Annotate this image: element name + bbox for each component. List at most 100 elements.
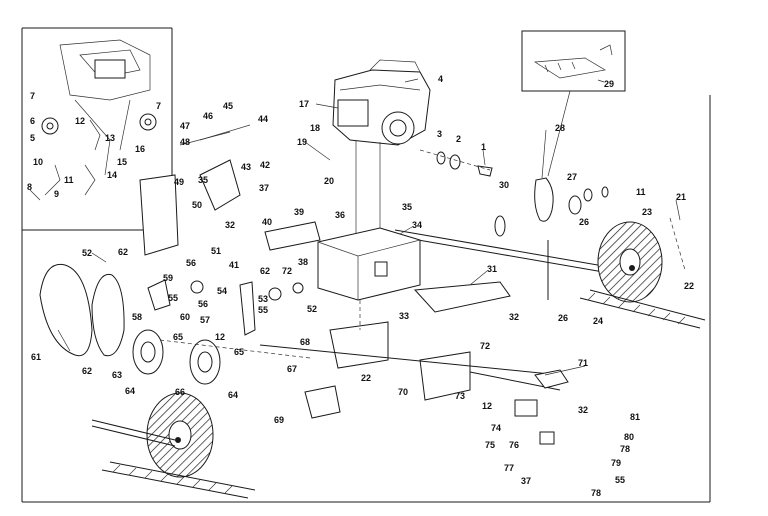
drive-belts-left <box>39 263 125 357</box>
label-49: 49 <box>174 177 184 187</box>
label-33: 33 <box>399 311 409 321</box>
label-72a: 72 <box>282 266 292 276</box>
lower-pulleys <box>132 329 311 385</box>
label-11b: 11 <box>636 187 646 197</box>
label-27: 27 <box>567 172 577 182</box>
label-39: 39 <box>294 207 304 217</box>
label-12a: 12 <box>75 116 85 126</box>
label-30: 30 <box>499 180 509 190</box>
label-72b: 72 <box>480 341 490 351</box>
label-55a: 55 <box>168 293 178 303</box>
label-74: 74 <box>491 423 501 433</box>
label-62b: 62 <box>82 366 92 376</box>
control-levers <box>139 124 555 445</box>
label-55b: 55 <box>258 305 268 315</box>
label-37b: 37 <box>521 476 531 486</box>
label-62a: 62 <box>118 247 128 257</box>
label-75: 75 <box>485 440 495 450</box>
label-37a: 37 <box>259 183 269 193</box>
label-55c: 55 <box>615 475 625 485</box>
label-51: 51 <box>211 246 221 256</box>
label-45: 45 <box>223 101 233 111</box>
label-80: 80 <box>624 432 634 442</box>
label-14: 14 <box>107 170 117 180</box>
label-47: 47 <box>180 121 190 131</box>
label-52b: 52 <box>307 304 317 314</box>
label-56b: 56 <box>198 299 208 309</box>
gear-housing <box>317 227 421 301</box>
label-8: 8 <box>27 182 32 192</box>
frame <box>21 27 711 503</box>
right-wheel <box>547 217 686 303</box>
label-40: 40 <box>262 217 272 227</box>
label-19: 19 <box>297 137 307 147</box>
label-29: 29 <box>604 79 614 89</box>
label-65b: 65 <box>234 347 244 357</box>
label-22a: 22 <box>684 281 694 291</box>
label-35b: 35 <box>402 202 412 212</box>
label-20: 20 <box>324 176 334 186</box>
label-13: 13 <box>105 133 115 143</box>
label-58: 58 <box>132 312 142 322</box>
label-5: 5 <box>30 133 35 143</box>
label-26a: 26 <box>579 217 589 227</box>
label-79: 79 <box>611 458 621 468</box>
label-31: 31 <box>487 264 497 274</box>
label-34: 34 <box>412 220 422 230</box>
label-6: 6 <box>30 116 35 126</box>
label-50: 50 <box>192 200 202 210</box>
label-78a: 78 <box>620 444 630 454</box>
label-32a: 32 <box>225 220 235 230</box>
label-32b: 32 <box>509 312 519 322</box>
label-15: 15 <box>117 157 127 167</box>
lower-frame <box>259 300 569 401</box>
label-10: 10 <box>33 157 43 167</box>
label-44: 44 <box>258 114 268 124</box>
label-76: 76 <box>509 440 519 450</box>
label-73: 73 <box>455 391 465 401</box>
label-70: 70 <box>398 387 408 397</box>
right-tread <box>579 289 706 329</box>
label-35a: 35 <box>198 175 208 185</box>
label-48: 48 <box>180 137 190 147</box>
drive-belt-right <box>534 177 609 222</box>
label-36: 36 <box>335 210 345 220</box>
label-26b: 26 <box>558 313 568 323</box>
engine <box>332 59 431 235</box>
label-41: 41 <box>229 260 239 270</box>
left-wheel <box>91 392 214 478</box>
label-4: 4 <box>438 74 443 84</box>
label-7b: 7 <box>156 101 161 111</box>
label-64a: 64 <box>125 386 135 396</box>
leader-lines <box>57 78 681 376</box>
label-57: 57 <box>200 315 210 325</box>
label-24: 24 <box>593 316 603 326</box>
label-18: 18 <box>310 123 320 133</box>
label-68: 68 <box>300 337 310 347</box>
label-63: 63 <box>112 370 122 380</box>
label-65a: 65 <box>173 332 183 342</box>
label-7a: 7 <box>30 91 35 101</box>
axle <box>394 215 616 275</box>
label-3: 3 <box>437 129 442 139</box>
label-78b: 78 <box>591 488 601 498</box>
label-32c: 32 <box>578 405 588 415</box>
label-77: 77 <box>504 463 514 473</box>
label-56a: 56 <box>186 258 196 268</box>
label-12b: 12 <box>215 332 225 342</box>
label-2: 2 <box>456 134 461 144</box>
label-52a: 52 <box>82 248 92 258</box>
label-21: 21 <box>676 192 686 202</box>
label-81: 81 <box>630 412 640 422</box>
label-12c: 12 <box>482 401 492 411</box>
label-1: 1 <box>481 142 486 152</box>
label-67: 67 <box>287 364 297 374</box>
label-54: 54 <box>217 286 227 296</box>
label-60: 60 <box>180 312 190 322</box>
label-23: 23 <box>642 207 652 217</box>
label-59: 59 <box>163 273 173 283</box>
left-tread <box>101 461 256 499</box>
label-71: 71 <box>578 358 588 368</box>
label-22b: 22 <box>361 373 371 383</box>
